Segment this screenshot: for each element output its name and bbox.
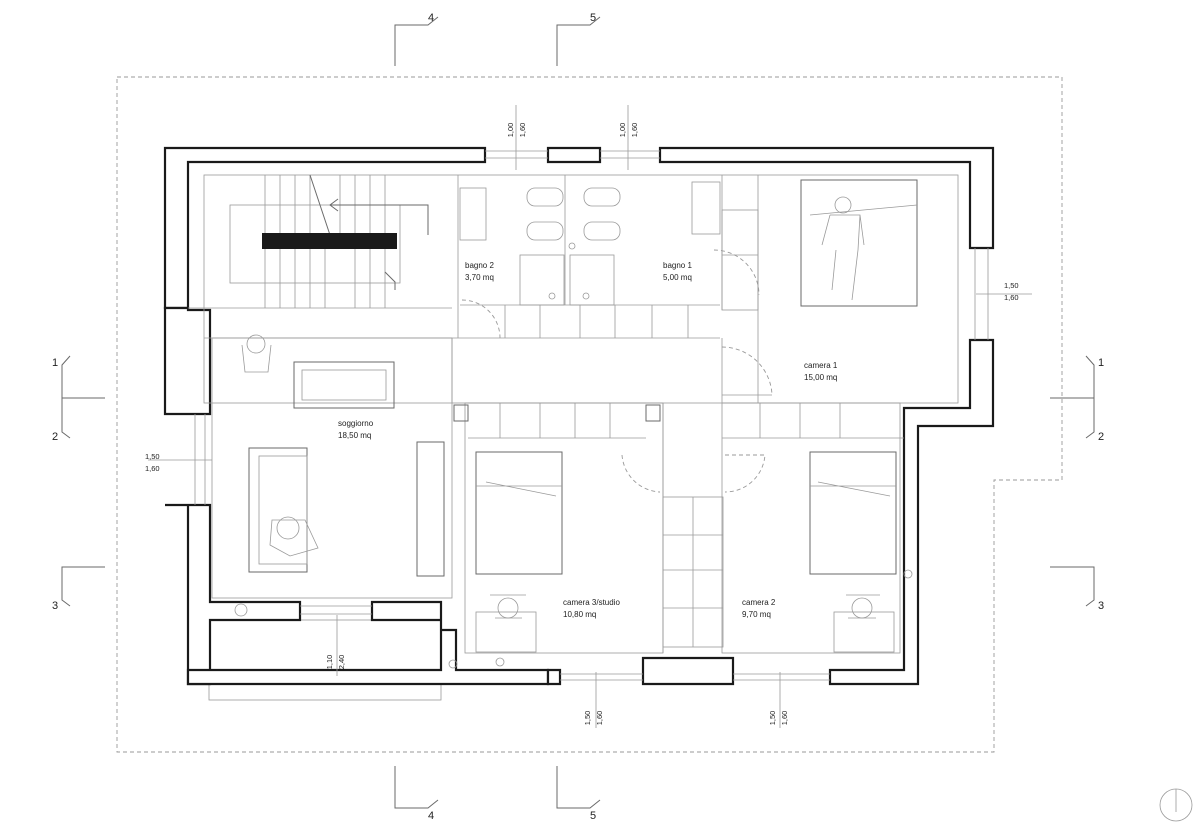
section-5-top: 5 (590, 12, 596, 24)
room-camera3-name: camera 3/studio (563, 598, 620, 607)
room-bagno2-area: 3,70 mq (465, 273, 494, 282)
camera3-furniture (448, 451, 661, 669)
window-balcony-a: 1,10 (325, 655, 334, 670)
room-bagno2-name: bagno 2 (465, 261, 494, 270)
room-bagno1-name: bagno 1 (663, 261, 692, 270)
room-camera1-name: camera 1 (804, 361, 838, 370)
camera2-furniture (724, 451, 913, 653)
room-camera2-area: 9,70 mq (742, 610, 771, 619)
north-arrow-icon (1159, 788, 1193, 822)
living-furniture (234, 334, 445, 617)
window-left-b: 1,60 (145, 464, 160, 473)
roof-outline (116, 76, 1063, 753)
section-4-bottom: 4 (428, 810, 434, 822)
window-top-left-b: 1,60 (518, 123, 527, 138)
window-bottom-mid-a: 1,50 (583, 711, 592, 726)
window-top-left-a: 1,00 (506, 123, 515, 138)
window-leaders (148, 105, 1032, 728)
section-3-left: 3 (52, 600, 58, 612)
window-bottom-right-b: 1,60 (780, 711, 789, 726)
section-2-right: 2 (1098, 431, 1104, 443)
window-right-b: 1,60 (1004, 293, 1019, 302)
section-1-left: 1 (52, 357, 58, 369)
window-left-a: 1,50 (145, 452, 160, 461)
section-5-bottom: 5 (590, 810, 596, 822)
window-bottom-right-a: 1,50 (768, 711, 777, 726)
section-2-left: 2 (52, 431, 58, 443)
section-3-right: 3 (1098, 600, 1104, 612)
window-right-a: 1,50 (1004, 281, 1019, 290)
staircase (188, 174, 452, 309)
room-camera1-area: 15,00 mq (804, 373, 837, 382)
section-markers (61, 16, 1095, 809)
room-camera3-area: 10,80 mq (563, 610, 596, 619)
bathroom-fixtures (459, 181, 760, 339)
section-1-right: 1 (1098, 357, 1104, 369)
window-balcony-b: 2,40 (337, 655, 346, 670)
camera1-furniture (721, 179, 918, 396)
stair-handrail (262, 233, 397, 249)
corridor-elements (453, 402, 904, 648)
window-top-right-a: 1,00 (618, 123, 627, 138)
room-bagno1-area: 5,00 mq (663, 273, 692, 282)
window-top-right-b: 1,60 (630, 123, 639, 138)
window-bottom-mid-b: 1,60 (595, 711, 604, 726)
room-camera2-name: camera 2 (742, 598, 776, 607)
section-4-top: 4 (428, 12, 434, 24)
room-soggiorno-name: soggiorno (338, 419, 374, 428)
room-soggiorno-area: 18,50 mq (338, 431, 371, 440)
